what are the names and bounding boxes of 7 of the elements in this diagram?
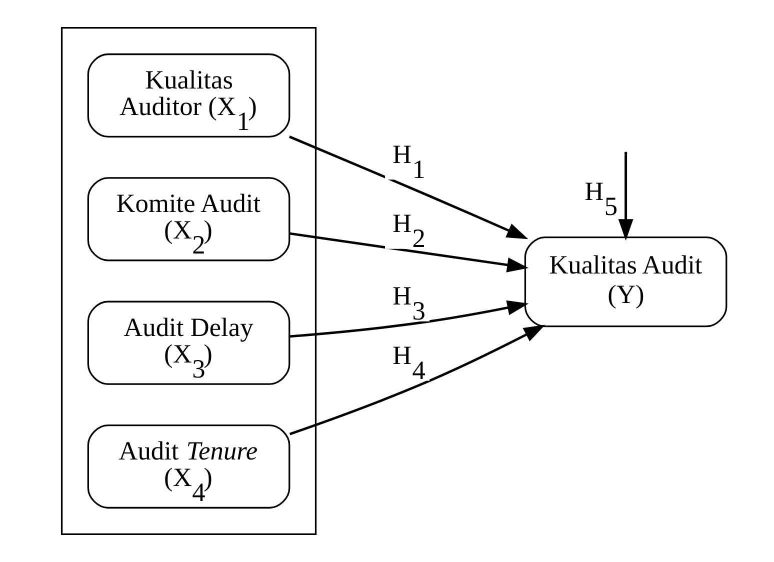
cluster <box>60 27 316 535</box>
arrow <box>288 232 528 272</box>
node-box: Kualitas Audit (Y) <box>524 236 727 328</box>
arrow <box>289 300 528 338</box>
arrow <box>288 324 545 436</box>
arrow <box>288 136 528 240</box>
arrow <box>618 154 633 241</box>
